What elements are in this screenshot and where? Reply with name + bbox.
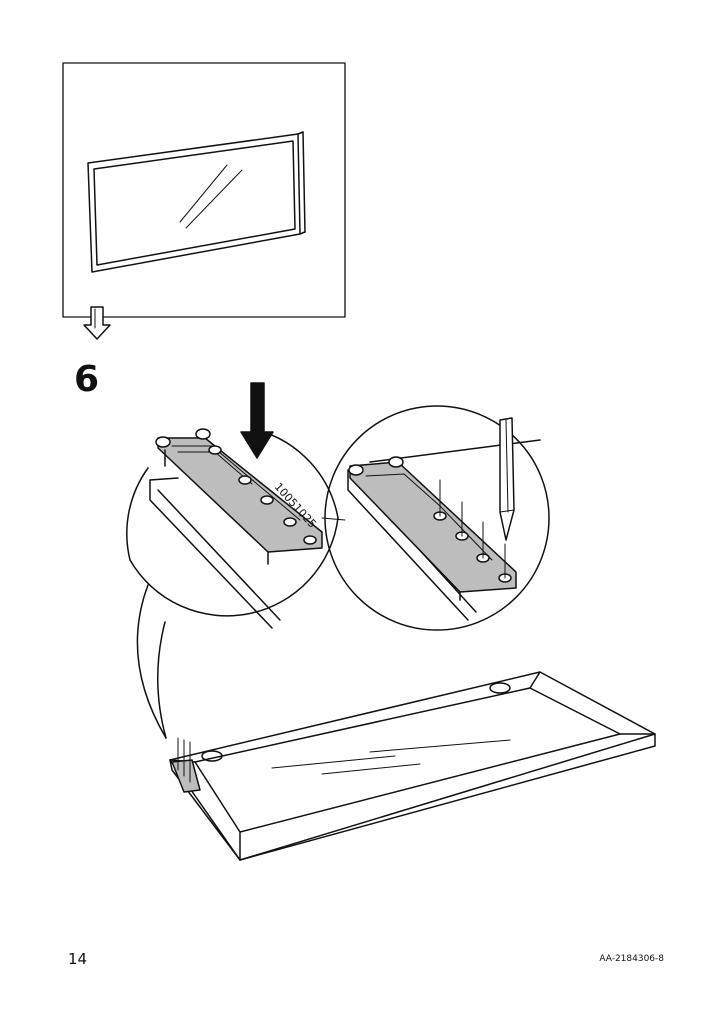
panel-bracket [171, 737, 201, 793]
pencil-icon [499, 417, 515, 541]
detail-circle-left [126, 428, 346, 629]
document-code: AA-2184306-8 [599, 954, 664, 964]
step-number: 6 [74, 359, 100, 400]
mounting-bracket-mounted [348, 456, 517, 601]
push-down-arrow-icon [240, 382, 274, 459]
down-arrow-icon [83, 306, 111, 340]
detail-circle-right [324, 405, 550, 631]
callout-pointer [136, 584, 167, 739]
previous-step-box [62, 62, 346, 340]
mirror-panel [169, 671, 656, 861]
mounting-bracket [155, 428, 323, 565]
page-number: 14 [68, 950, 88, 968]
mirror-frame-icon [87, 131, 306, 273]
